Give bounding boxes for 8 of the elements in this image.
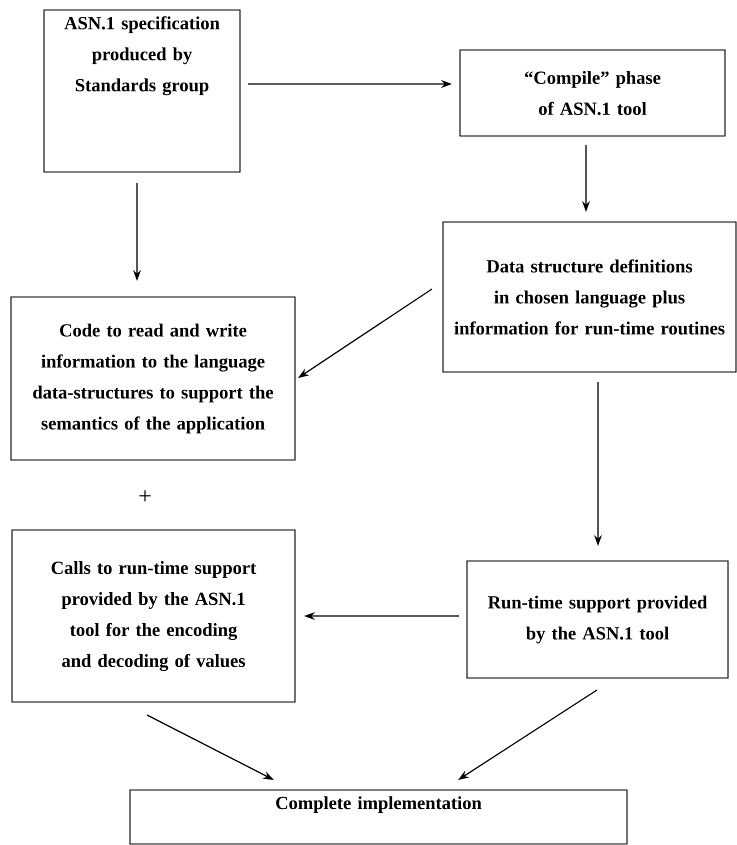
process-box: “Compile” phase of ASN.1 tool (459, 49, 726, 137)
process-box: Code to read and write information to the language data-structures to support the semantics of the application (10, 296, 296, 461)
process-box: Calls to run-time support provided by the ASN.1 tool for the encoding and decoding of values (11, 529, 296, 703)
process-box: Run-time support provided by the ASN.1 tool (466, 560, 729, 679)
process-box: Complete implementation (129, 789, 628, 845)
plus-sign: + (139, 490, 151, 502)
process-box: Data structure definitions in chosen language plus information for run-time routines (442, 221, 737, 373)
process-box: ASN.1 specification produced by Standards group (43, 9, 241, 173)
